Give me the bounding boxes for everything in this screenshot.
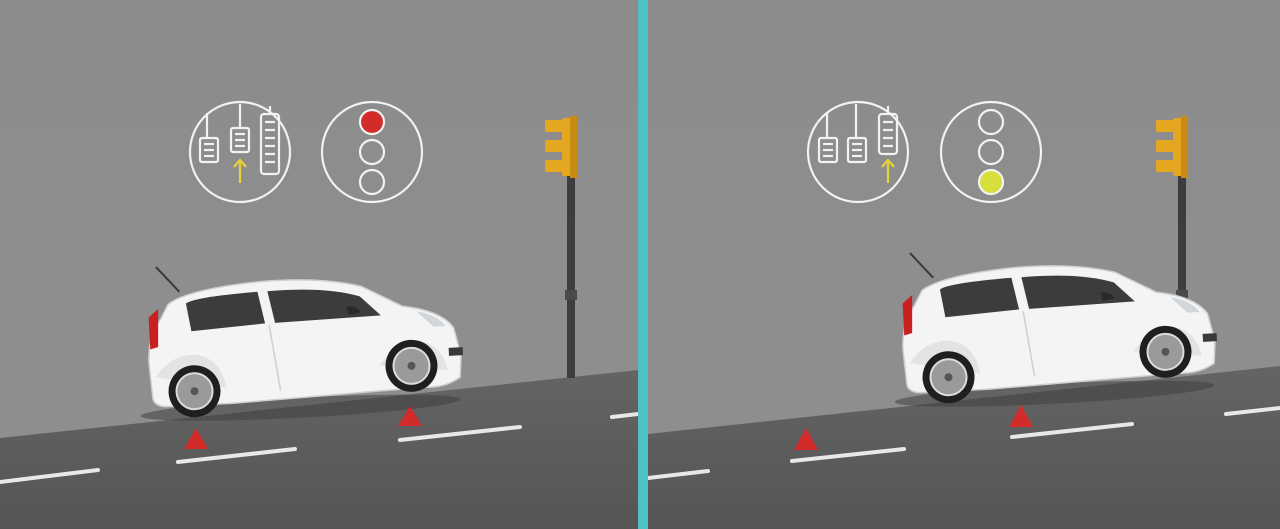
green-light — [979, 170, 1003, 194]
scene-left — [0, 0, 638, 529]
red-light — [360, 110, 384, 134]
panel-stopped-on-hill — [0, 0, 638, 529]
panel-pulling-away — [648, 0, 1280, 529]
scene-right — [648, 0, 1280, 529]
